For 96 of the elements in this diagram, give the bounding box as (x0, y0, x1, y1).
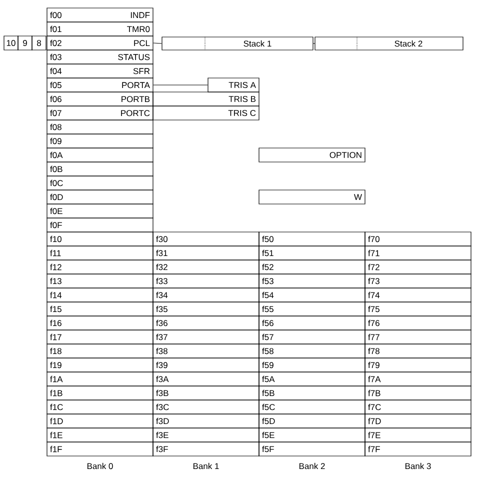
register-cell: f0A (46, 148, 154, 162)
register-cell: f15 (46, 302, 154, 316)
register-cell: f1B (46, 386, 154, 400)
register-cell: f18 (46, 344, 154, 358)
register-cell: f76 (364, 316, 472, 330)
register-cell: f50 (258, 232, 366, 246)
register-cell: f70 (364, 232, 472, 246)
register-cell: f55 (258, 302, 366, 316)
register-box: W (258, 190, 366, 204)
register-cell: f3E (152, 428, 260, 442)
bank-label: Bank 3 (405, 462, 431, 470)
register-cell: f3F (152, 442, 260, 456)
register-cell: f7A (364, 372, 472, 386)
register-cell: f5B (258, 386, 366, 400)
register-cell: f0E (46, 204, 154, 218)
bank-label: Bank 1 (193, 462, 219, 470)
stack-box: Stack 1 (162, 36, 314, 50)
register-box: OPTION (258, 148, 366, 162)
register-cell: f19 (46, 358, 154, 372)
register-cell: f14 (46, 288, 154, 302)
register-cell: f33 (152, 274, 260, 288)
register-box: TRIS A (208, 78, 260, 92)
bank-label: Bank 0 (87, 462, 113, 470)
register-cell: f0B (46, 162, 154, 176)
register-cell: f53 (258, 274, 366, 288)
register-cell: f37 (152, 330, 260, 344)
register-box: TRIS B (152, 92, 260, 106)
connector-line (153, 42, 162, 44)
register-cell: f30 (152, 232, 260, 246)
register-cell: f78 (364, 344, 472, 358)
register-cell: f17 (46, 330, 154, 344)
register-cell: f74 (364, 288, 472, 302)
register-cell: f31 (152, 246, 260, 260)
register-cell: f35 (152, 302, 260, 316)
register-cell: f1A (46, 372, 154, 386)
register-cell: f39 (152, 358, 260, 372)
bit-cell: 9 (18, 36, 32, 50)
register-cell: f01 TMR0 (46, 22, 154, 36)
register-cell: f02 PCL (46, 36, 154, 50)
bit-cell: 10 (4, 36, 18, 50)
register-cell: f0C (46, 176, 154, 190)
register-cell: f7F (364, 442, 472, 456)
register-cell: f58 (258, 344, 366, 358)
register-cell: f73 (364, 274, 472, 288)
register-cell: f3D (152, 414, 260, 428)
register-cell: f36 (152, 316, 260, 330)
register-cell: f32 (152, 260, 260, 274)
register-cell: f57 (258, 330, 366, 344)
register-cell: f04 SFR (46, 64, 154, 78)
register-cell: f11 (46, 246, 154, 260)
register-cell: f51 (258, 246, 366, 260)
stack-box: Stack 2 (314, 36, 464, 50)
register-cell: f0D (46, 190, 154, 204)
register-cell: f1E (46, 428, 154, 442)
register-cell: f03 STATUS (46, 50, 154, 64)
register-cell: f09 (46, 134, 154, 148)
register-box: TRIS C (152, 106, 260, 120)
register-cell: f79 (364, 358, 472, 372)
bit-cell: 8 (32, 36, 46, 50)
register-cell: f12 (46, 260, 154, 274)
register-cell: f13 (46, 274, 154, 288)
register-cell: f72 (364, 260, 472, 274)
register-cell: f07 PORTC (46, 106, 154, 120)
register-cell: f1C (46, 400, 154, 414)
register-cell: f06 PORTB (46, 92, 154, 106)
register-cell: f56 (258, 316, 366, 330)
register-cell: f59 (258, 358, 366, 372)
register-cell: f10 (46, 232, 154, 246)
register-cell: f1F (46, 442, 154, 456)
register-cell: f7D (364, 414, 472, 428)
register-cell: f38 (152, 344, 260, 358)
register-cell: f3A (152, 372, 260, 386)
register-cell: f3C (152, 400, 260, 414)
connector-line (153, 84, 208, 86)
register-cell: f7B (364, 386, 472, 400)
register-cell: f05 PORTA (46, 78, 154, 92)
register-cell: f77 (364, 330, 472, 344)
register-cell: f71 (364, 246, 472, 260)
register-cell: f75 (364, 302, 472, 316)
register-cell: f7C (364, 400, 472, 414)
register-cell: f00 INDF (46, 8, 154, 22)
register-cell: f5E (258, 428, 366, 442)
register-cell: f5A (258, 372, 366, 386)
register-cell: f34 (152, 288, 260, 302)
register-cell: f52 (258, 260, 366, 274)
register-cell: f7E (364, 428, 472, 442)
register-cell: f5F (258, 442, 366, 456)
register-cell: f54 (258, 288, 366, 302)
register-cell: f16 (46, 316, 154, 330)
register-cell: f5C (258, 400, 366, 414)
register-cell: f3B (152, 386, 260, 400)
bank-label: Bank 2 (299, 462, 325, 470)
register-cell: f1D (46, 414, 154, 428)
register-cell: f08 (46, 120, 154, 134)
register-cell: f0F (46, 218, 154, 232)
register-cell: f5D (258, 414, 366, 428)
